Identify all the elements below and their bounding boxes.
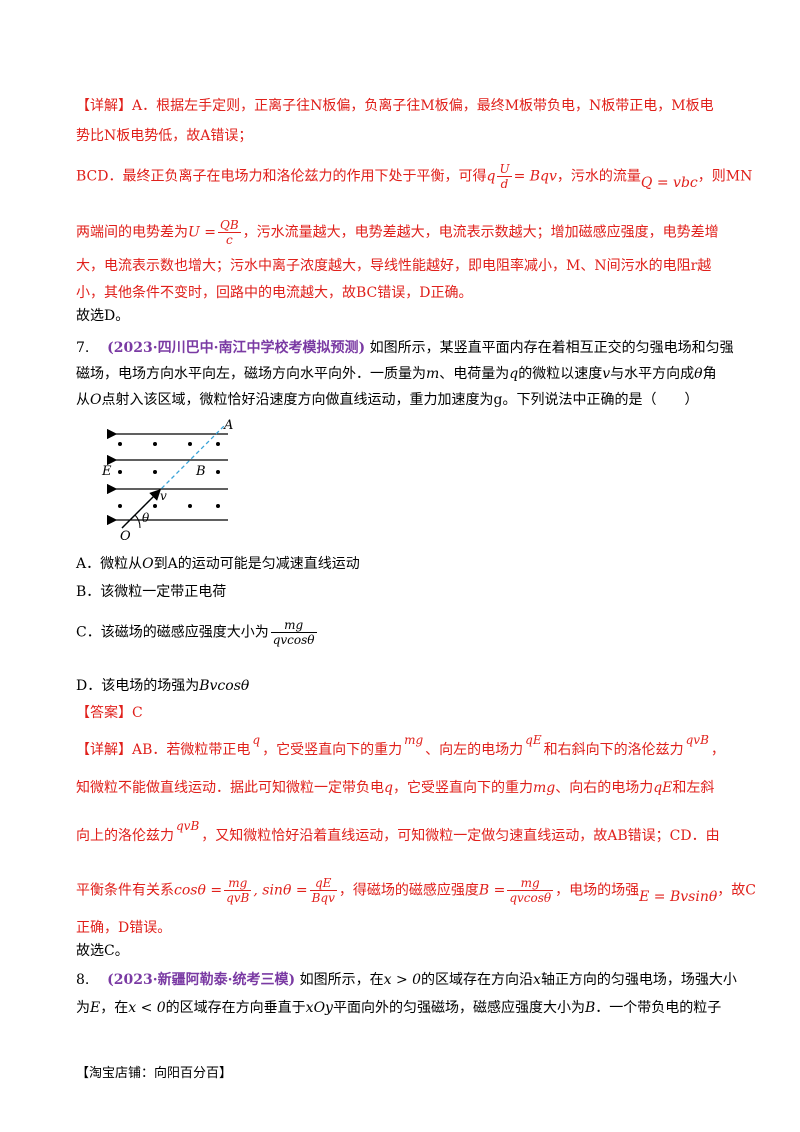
field-dot bbox=[118, 504, 122, 508]
detail-line-1: 【详解】A．根据左手定则，正离子往N板偏，负离子往M板偏，最终M板带负电，N板带… bbox=[76, 98, 714, 114]
q7-answer: 【答案】C bbox=[76, 705, 143, 721]
q7-detail-line-3: 向上的洛伦兹力qvB，又知微粒恰好沿着直线运动，可知微粒一定做匀速直线运动，故A… bbox=[76, 819, 720, 844]
velocity-arrow bbox=[121, 489, 161, 529]
q7-option-b: B．该微粒一定带正电荷 bbox=[76, 584, 227, 600]
field-dot bbox=[118, 442, 122, 446]
field-dot bbox=[188, 504, 192, 508]
detail-choice: 故选D。 bbox=[76, 308, 130, 324]
field-dot bbox=[118, 470, 122, 474]
q7-detail-line-1: 【详解】AB．若微粒带正电q，它受竖直向下的重力mg、向左的电场力qE和右斜向下… bbox=[76, 733, 725, 758]
q7-option-d: D．该电场的场强为Bvcosθ bbox=[76, 678, 250, 694]
field-dot bbox=[188, 442, 192, 446]
label-A: A bbox=[223, 418, 233, 433]
footer: 【淘宝店铺：向阳百分百】 bbox=[76, 1066, 233, 1081]
field-dot bbox=[153, 504, 157, 508]
q7-line-3: 从O点射入该区域，微粒恰好沿速度方向做直线运动，重力加速度为g。下列说法中正确的… bbox=[76, 392, 699, 408]
label-v: v bbox=[160, 489, 167, 503]
label-B: B bbox=[195, 464, 206, 479]
label-O: O bbox=[120, 529, 131, 542]
q7-choice: 故选C。 bbox=[76, 943, 129, 959]
angle-arc bbox=[134, 514, 141, 529]
detail-line-6: 小，其他条件不变时，回路中的电流越大，故BC错误，D正确。 bbox=[76, 285, 473, 301]
q7-detail-line-5: 正确，D错误。 bbox=[76, 920, 172, 936]
q7-line-2: 磁场，电场方向水平向左，磁场方向水平向外．一质量为m、电荷量为q的微粒以速度v与… bbox=[76, 366, 717, 382]
label-theta: θ bbox=[142, 511, 150, 525]
field-diagram: A B E O v θ bbox=[101, 418, 233, 542]
field-dot bbox=[216, 470, 220, 474]
field-dot bbox=[216, 442, 220, 446]
q7-source: (2023·四川巴中·南江中学校考模拟预测) bbox=[107, 340, 366, 356]
detail-line-5: 大，电流表示数也增大；污水中离子浓度越大，导线性能越好，即电阻率减小，M、N间污… bbox=[76, 258, 712, 274]
q7-detail-line-2: 知微粒不能做直线运动．据此可知微粒一定带负电q，它受竖直向下的重力mg、向右的电… bbox=[76, 780, 715, 796]
detail-line-2: 势比N板电势低，故A错误； bbox=[76, 128, 253, 144]
q7-option-a: A．微粒从O到A的运动可能是匀减速直线运动 bbox=[76, 556, 360, 572]
label-E: E bbox=[101, 464, 112, 479]
field-dot bbox=[153, 470, 157, 474]
field-dot bbox=[216, 504, 220, 508]
q8-line-2: 为E，在x < 0的区域存在方向垂直于xOy平面向外的匀强磁场，磁感应强度大小为… bbox=[76, 1000, 722, 1016]
q8-line-1: 8. (2023·新疆阿勒泰·统考三模) 如图所示，在x > 0的区域存在方向沿… bbox=[76, 972, 737, 988]
q8-source: (2023·新疆阿勒泰·统考三模) bbox=[107, 972, 296, 988]
q7-line-1: 7. (2023·四川巴中·南江中学校考模拟预测) 如图所示，某竖直平面内存在着… bbox=[76, 340, 734, 356]
field-dot bbox=[153, 442, 157, 446]
detail-tag: 【详解】 bbox=[76, 98, 132, 114]
